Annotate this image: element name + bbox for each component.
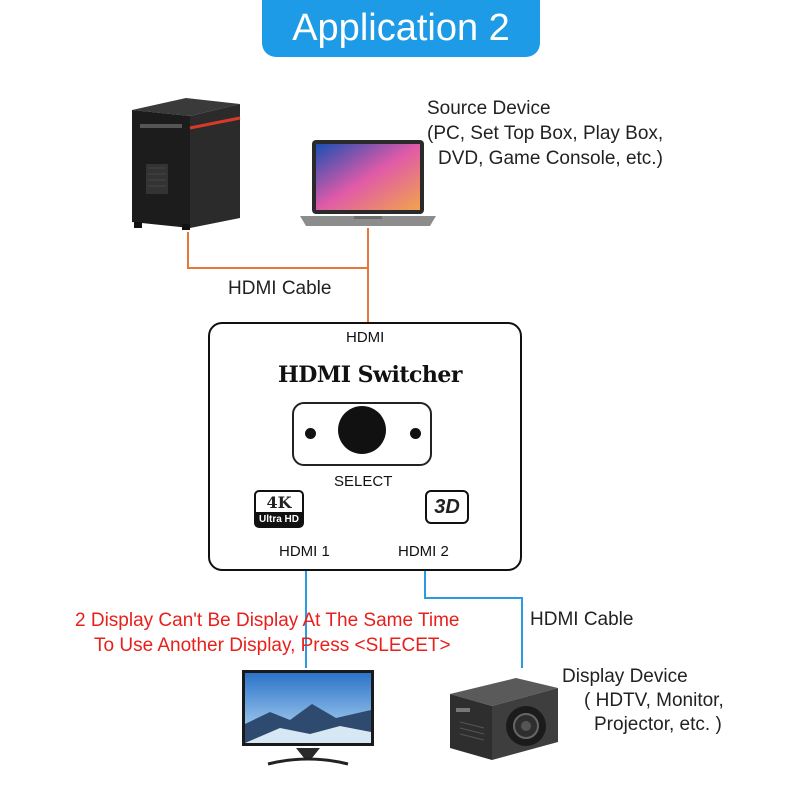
hdmi-input-label: HDMI xyxy=(346,329,385,346)
hdmi-cable-label-top: HDMI Cable xyxy=(228,278,332,299)
warning-line1: 2 Display Can't Be Display At The Same T… xyxy=(75,610,460,631)
select-panel xyxy=(292,402,432,466)
source-device-label-line2: (PC, Set Top Box, Play Box, xyxy=(427,123,664,144)
hdmi1-output-label: HDMI 1 xyxy=(279,543,330,560)
left-dot-icon xyxy=(305,428,316,439)
projector-icon xyxy=(450,678,558,760)
hdmi-cable-label-bottom: HDMI Cable xyxy=(530,609,634,630)
pc-cable-line xyxy=(187,232,368,269)
monitor-icon xyxy=(242,670,374,766)
4k-badge-sub: Ultra HD xyxy=(254,512,304,528)
4k-badge-main: 4K xyxy=(254,490,304,512)
laptop-icon xyxy=(300,140,436,226)
display-device-label-line1: Display Device xyxy=(562,666,688,687)
display-device-label-line3: Projector, etc. ) xyxy=(594,714,722,735)
right-dot-icon xyxy=(410,428,421,439)
title-banner: Application 2 xyxy=(262,0,540,57)
page-title: Application 2 xyxy=(292,7,510,49)
3d-badge: 3D xyxy=(425,490,469,524)
select-label: SELECT xyxy=(334,473,393,490)
hdmi2-output-label: HDMI 2 xyxy=(398,543,449,560)
hdmi-switcher-name: HDMI Switcher xyxy=(278,362,463,388)
source-device-label-line1: Source Device xyxy=(427,98,551,119)
desktop-pc-icon xyxy=(132,98,241,230)
4k-ultra-hd-badge: 4K Ultra HD xyxy=(254,490,304,528)
source-device-label-line3: DVD, Game Console, etc.) xyxy=(438,148,663,169)
warning-line2: To Use Another Display, Press <SLECET> xyxy=(94,635,451,656)
display-device-label-line2: ( HDTV, Monitor, xyxy=(584,690,724,711)
hdmi2-cable-line xyxy=(424,567,523,668)
select-button[interactable] xyxy=(338,406,386,454)
